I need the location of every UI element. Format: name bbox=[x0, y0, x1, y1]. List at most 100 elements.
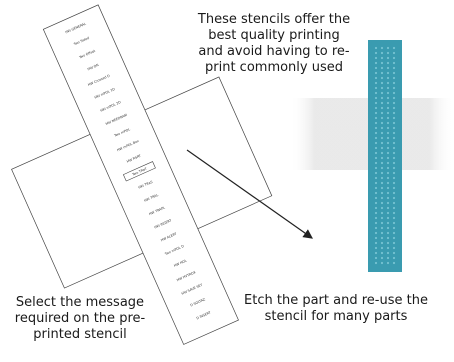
stencil-dot bbox=[380, 176, 384, 180]
stencil-dot bbox=[374, 116, 378, 120]
stencil-dot bbox=[392, 96, 396, 100]
stencil-dot bbox=[374, 246, 378, 250]
stencil-dot bbox=[386, 161, 390, 165]
stencil-photo bbox=[290, 40, 454, 272]
stencil-dot bbox=[386, 201, 390, 205]
stencil-dot bbox=[386, 236, 390, 240]
stencil-dot bbox=[386, 256, 390, 260]
stencil-dot bbox=[374, 61, 378, 65]
stencil-message[interactable]: D INSERT bbox=[196, 310, 212, 320]
stencil-dot bbox=[392, 51, 396, 55]
stencil-dot bbox=[380, 236, 384, 240]
stencil-dot bbox=[386, 86, 390, 90]
stencil-dot bbox=[392, 146, 396, 150]
stencil-dot bbox=[386, 56, 390, 60]
stencil-dot bbox=[386, 81, 390, 85]
stencil-dot bbox=[374, 201, 378, 205]
stencil-dot bbox=[392, 101, 396, 105]
stencil-message[interactable]: D SOLTAZ bbox=[190, 297, 207, 307]
stencil-message[interactable]: HW HOL bbox=[173, 259, 187, 268]
stencil-dot bbox=[380, 76, 384, 80]
stencil-dot bbox=[380, 166, 384, 170]
stencil-dot bbox=[374, 131, 378, 135]
stencil-message[interactable]: Two TRaT bbox=[131, 166, 149, 177]
stencil-message[interactable]: HW RSRT bbox=[126, 153, 142, 163]
stencil-dot bbox=[392, 136, 396, 140]
stencil-dot bbox=[392, 106, 396, 110]
stencil-dot bbox=[386, 241, 390, 245]
stencil-message[interactable]: Two Sided bbox=[72, 36, 90, 47]
stencil-dot bbox=[386, 46, 390, 50]
stencil-dot bbox=[380, 46, 384, 50]
stencil-dot bbox=[380, 201, 384, 205]
stencil-dot bbox=[392, 156, 396, 160]
stencil-dot bbox=[386, 186, 390, 190]
stencil-dot bbox=[374, 211, 378, 215]
stencil-dot bbox=[380, 81, 384, 85]
stencil-message[interactable]: HW INSERT bbox=[154, 218, 173, 230]
stencil-dot bbox=[380, 186, 384, 190]
stencil-dot bbox=[380, 116, 384, 120]
stencil-dot bbox=[386, 111, 390, 115]
stencil-message[interactable]: HW ALERT bbox=[160, 231, 178, 242]
stencil-dot bbox=[386, 181, 390, 185]
stencil-dot bbox=[380, 151, 384, 155]
stencil-message[interactable]: Two Offset bbox=[78, 49, 97, 60]
stencil-dot bbox=[392, 206, 396, 210]
stencil-dot bbox=[386, 246, 390, 250]
stencil-dot bbox=[386, 191, 390, 195]
stencil-dot bbox=[374, 216, 378, 220]
stencil-dot bbox=[374, 226, 378, 230]
stencil-dot bbox=[386, 136, 390, 140]
stencil-dot bbox=[380, 56, 384, 60]
stencil-dot bbox=[392, 256, 396, 260]
stencil-dot bbox=[392, 151, 396, 155]
stencil-dot bbox=[380, 211, 384, 215]
stencil-dot bbox=[374, 221, 378, 225]
stencil-message[interactable]: HW TRaS bbox=[138, 180, 153, 190]
stencil-dot bbox=[386, 61, 390, 65]
stencil-dot bbox=[386, 106, 390, 110]
stencil-message[interactable]: HW ON bbox=[87, 63, 100, 72]
stencil-dot bbox=[386, 176, 390, 180]
stencil-dot bbox=[392, 166, 396, 170]
stencil-dot bbox=[392, 46, 396, 50]
stencil-dot bbox=[374, 101, 378, 105]
stencil-dot bbox=[374, 196, 378, 200]
stencil-dot bbox=[392, 216, 396, 220]
stencil-dot bbox=[392, 91, 396, 95]
stencil-dot bbox=[386, 146, 390, 150]
stencil-message[interactable]: Two mPOL bbox=[113, 127, 131, 138]
stencil-dot bbox=[380, 156, 384, 160]
stencil-dot bbox=[380, 121, 384, 125]
stencil-dot bbox=[386, 166, 390, 170]
stencil-dot bbox=[380, 136, 384, 140]
stencil-dot bbox=[392, 226, 396, 230]
stencil-dot bbox=[386, 171, 390, 175]
stencil-dot bbox=[386, 156, 390, 160]
stencil-dot bbox=[380, 96, 384, 100]
stencil-dot bbox=[392, 76, 396, 80]
caption-etch-part: Etch the part and re-use the stencil for… bbox=[244, 293, 428, 324]
stencil-dot bbox=[374, 71, 378, 75]
stencil-dot bbox=[380, 221, 384, 225]
caption-select-message: Select the message required on the pre-p… bbox=[14, 295, 146, 342]
stencil-dot bbox=[380, 161, 384, 165]
stencil-dot bbox=[386, 126, 390, 130]
stencil-strip-pattern bbox=[374, 46, 396, 265]
stencil-dot bbox=[380, 101, 384, 105]
stencil-dot bbox=[380, 191, 384, 195]
stencil-dot bbox=[374, 136, 378, 140]
stencil-message[interactable]: HW TRAL bbox=[144, 193, 160, 203]
stencil-dot bbox=[386, 116, 390, 120]
stencil-dot bbox=[380, 171, 384, 175]
stencil-dot bbox=[392, 211, 396, 215]
stencil-dot bbox=[386, 231, 390, 235]
stencil-dot bbox=[392, 171, 396, 175]
stencil-dot bbox=[392, 61, 396, 65]
stencil-dot bbox=[392, 56, 396, 60]
stencil-dot bbox=[392, 86, 396, 90]
stencil-dot bbox=[386, 141, 390, 145]
stencil-message[interactable]: HW TRAPL bbox=[148, 206, 165, 217]
stencil-dot bbox=[380, 61, 384, 65]
